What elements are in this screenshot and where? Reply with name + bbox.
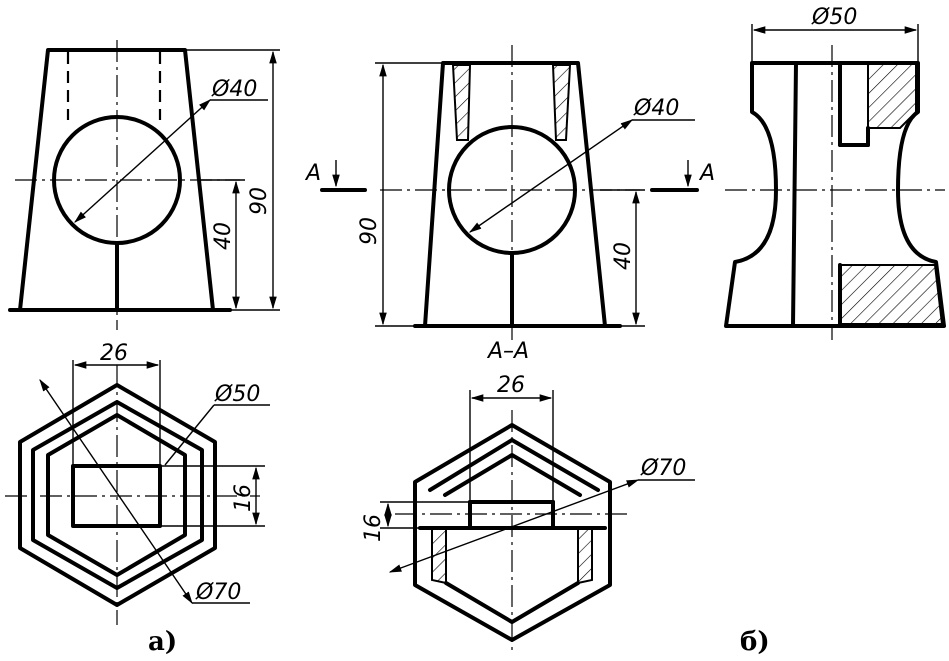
dim-height-40-a: 40	[211, 222, 236, 250]
dim-diameter-50-a: Ø50	[214, 382, 260, 407]
dim-diameter-50-c: Ø50	[811, 5, 857, 30]
dim-width-26-a: 26	[100, 341, 128, 366]
dim-diameter-40-a: Ø40	[211, 77, 257, 102]
top-view-a: 26 Ø50 16 Ø70 а)	[5, 341, 270, 657]
top-view-b: 26 16 Ø70	[361, 373, 695, 652]
front-section-view-c: Ø50 б)	[724, 5, 946, 657]
cut-label-right: A	[698, 161, 715, 186]
dim-height-90-b: 90	[357, 217, 382, 245]
dim-width-16-a: 16	[231, 484, 256, 512]
section-outline-b	[423, 61, 607, 328]
front-view-a: Ø40 90 40	[8, 40, 280, 330]
cut-label-left: A	[304, 161, 321, 186]
section-view-b: A A Ø40 90 40 A–A	[304, 45, 715, 364]
dim-diameter-70-b: Ø70	[640, 456, 686, 481]
dim-diameter-40-b: Ø40	[633, 96, 679, 121]
caption-a: а)	[148, 627, 177, 657]
dim-height-40-b: 40	[611, 242, 636, 270]
dim-width-26-b: 26	[497, 373, 525, 398]
section-outline-c	[724, 61, 946, 328]
dim-diameter-70-a: Ø70	[195, 580, 241, 605]
caption-b: б)	[740, 627, 770, 657]
section-label: A–A	[486, 339, 529, 364]
dim-height-90-a: 90	[247, 187, 272, 215]
dim-width-16-b: 16	[361, 514, 386, 542]
